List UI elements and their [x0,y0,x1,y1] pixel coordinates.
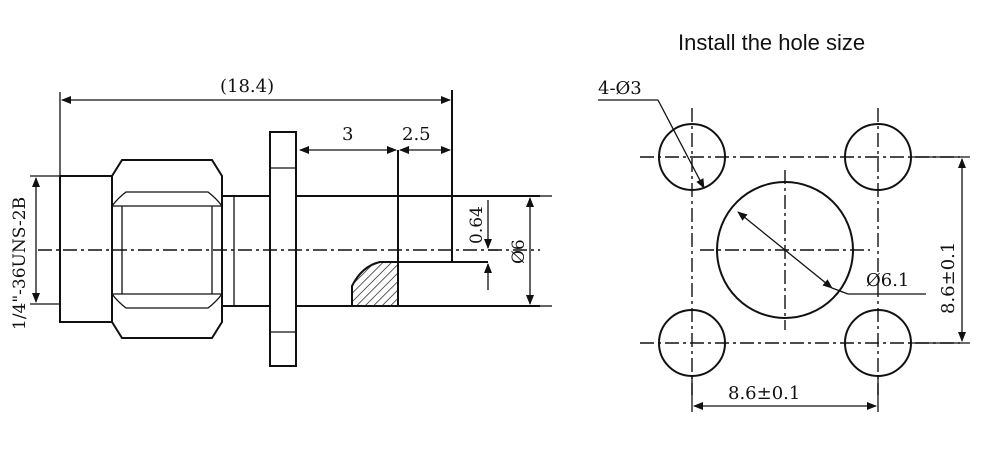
mounting-hole-tl [658,123,726,191]
mounting-flange [269,131,297,367]
hole-pattern-view: Ø6.1 4-Ø3 8.6±0.1 8.6±0.1 [598,78,970,412]
section-title: Install the hole size [678,30,865,55]
thread-body [59,175,113,323]
width-dim-label: 8.6±0.1 [728,383,800,404]
dim-3-label: 3 [342,124,353,145]
hex-nut [111,159,223,339]
center-dia-label: Ø6.1 [866,270,909,291]
center-hole [716,181,854,319]
dim-0-64-label: 0.64 [467,206,487,244]
neck [222,195,270,307]
thread-spec-label: 1/4"-36UNS-2B [10,197,30,330]
rear-body [296,195,540,307]
side-view: (18.4) 3 2.5 0.64 Ø6 1/4"-36UNS-2B [10,76,552,367]
dim-2-5-label: 2.5 [402,124,431,145]
overall-length-label: (18.4) [220,76,274,97]
contact-pin [351,261,399,307]
height-dim-label: 8.6±0.1 [938,242,959,314]
holes-spec-label: 4-Ø3 [598,78,642,99]
dim-dia-6-label: Ø6 [509,239,529,264]
